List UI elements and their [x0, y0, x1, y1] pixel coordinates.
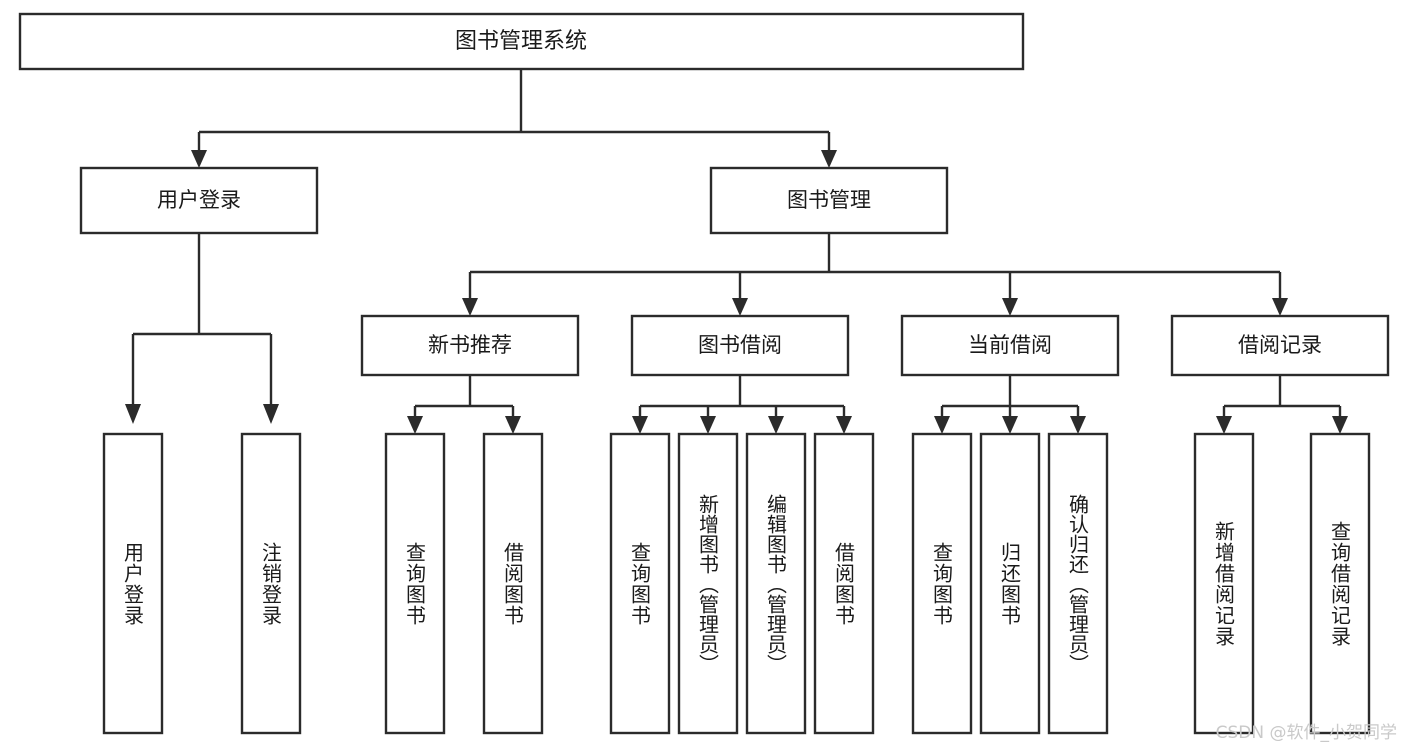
node-root[interactable]: 图书管理系统 [18, 12, 1025, 71]
edge-bookborrow-to-leaves [632, 375, 852, 434]
leaf-logout[interactable] [240, 432, 302, 735]
node-user-login[interactable]: 用户登录 [79, 166, 319, 235]
node-borrow-record[interactable]: 借阅记录 [1170, 314, 1390, 377]
leaf-borrow-book-2[interactable] [813, 432, 875, 735]
csdn-watermark: CSDN @软件_小贺同学 [1215, 723, 1397, 743]
edge-bookmanage-to-level3 [462, 233, 1288, 316]
node-book-borrow-label: 图书借阅 [698, 333, 782, 357]
node-user-login-label: 用户登录 [157, 188, 241, 212]
node-root-label: 图书管理系统 [455, 29, 587, 54]
leaf-add-book-admin[interactable] [677, 432, 739, 735]
leaf-borrow-book-1[interactable] [482, 432, 544, 735]
node-new-book-recommend[interactable]: 新书推荐 [360, 314, 580, 377]
node-book-borrow[interactable]: 图书借阅 [630, 314, 850, 377]
leaf-query-book-1[interactable] [384, 432, 446, 735]
node-borrow-record-label: 借阅记录 [1238, 333, 1322, 357]
node-book-manage[interactable]: 图书管理 [709, 166, 949, 235]
edge-borrowrecord-to-leaves [1216, 375, 1348, 434]
leaf-return-book[interactable] [979, 432, 1041, 735]
leaf-confirm-return-admin[interactable] [1047, 432, 1109, 735]
leaf-user-login[interactable] [102, 432, 164, 735]
edge-root-to-level2 [191, 69, 837, 168]
edge-currentborrow-to-leaves [934, 375, 1086, 434]
node-current-borrow[interactable]: 当前借阅 [900, 314, 1120, 377]
edge-userlogin-to-leaves [125, 233, 279, 424]
node-current-borrow-label: 当前借阅 [968, 333, 1052, 357]
leaf-edit-book-admin[interactable] [745, 432, 807, 735]
leaf-query-book-2[interactable] [609, 432, 671, 735]
node-new-book-recommend-label: 新书推荐 [428, 333, 512, 357]
leaf-query-book-3[interactable] [911, 432, 973, 735]
leaf-add-record[interactable] [1193, 432, 1255, 735]
node-book-manage-label: 图书管理 [787, 188, 871, 212]
leaf-query-record[interactable] [1309, 432, 1371, 735]
edge-newbook-to-leaves [407, 375, 521, 434]
